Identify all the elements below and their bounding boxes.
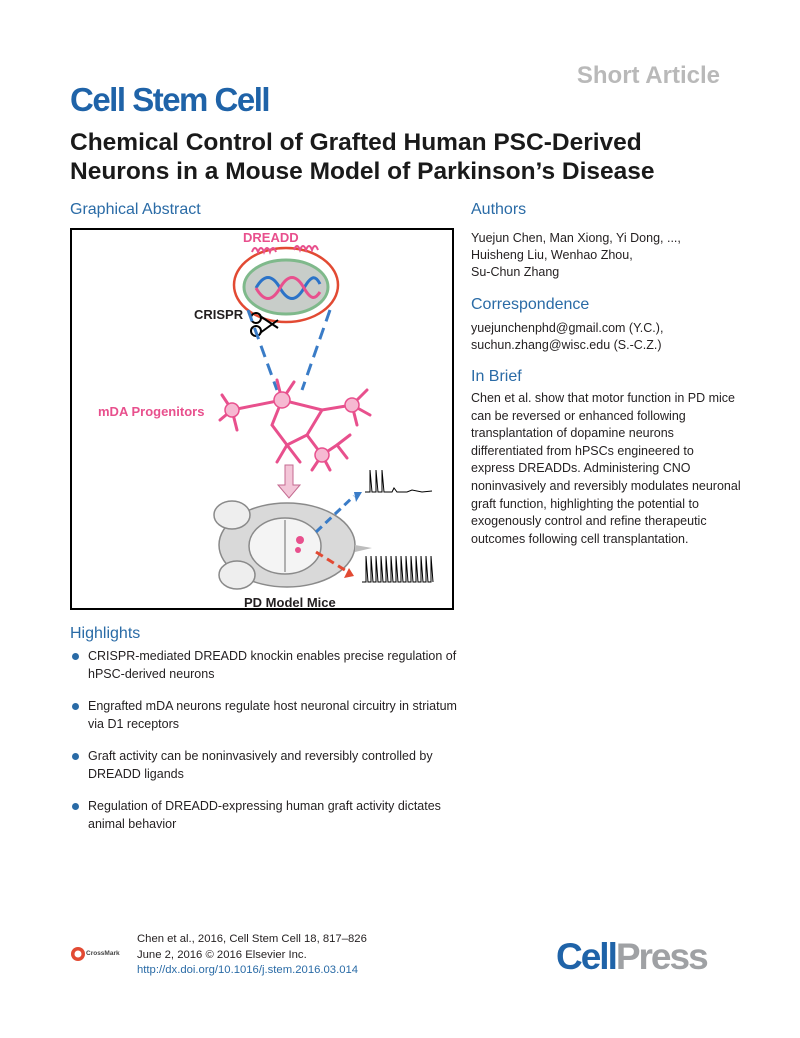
journal-logo: Cell Stem Cell <box>70 81 271 118</box>
cellpress-logo-cell: Cell <box>556 936 618 977</box>
highlight-item: CRISPR-mediated DREADD knockin enables p… <box>70 648 460 683</box>
highlight-item: Engrafted mDA neurons regulate host neur… <box>70 698 460 733</box>
label-crispr: CRISPR <box>194 307 244 322</box>
mda-progenitor-neurons <box>218 378 372 472</box>
bullet-icon <box>72 753 79 760</box>
cellpress-logo-press: Press <box>615 936 709 977</box>
bullet-icon <box>72 653 79 660</box>
email-link-2[interactable]: suchun.zhang@wisc.edu (S.-C.Z.) <box>471 338 662 352</box>
neuron-somas <box>224 391 360 463</box>
title-line-1: Chemical Control of Grafted Human PSC-De… <box>70 129 642 156</box>
correspondence-heading: Correspondence <box>471 296 590 313</box>
firing-trace-dense <box>362 555 434 583</box>
authors-line-1: Yuejun Chen, Man Xiong, Yi Dong, ..., <box>471 231 681 245</box>
firing-trace-sparse <box>365 469 433 493</box>
article-type: Short Article <box>576 62 720 89</box>
email-link-1[interactable]: yuejunchenphd@gmail.com (Y.C.), <box>471 321 664 335</box>
authors-heading: Authors <box>471 201 527 218</box>
graphical-abstract-figure: DREADD CRISPR mDA Progenitors PD Model M… <box>70 228 454 610</box>
citation-block: Chen et al., 2016, Cell Stem Cell 18, 81… <box>137 932 437 979</box>
authors-list: Yuejun Chen, Man Xiong, Yi Dong, ..., Hu… <box>471 230 741 281</box>
title-line-2: Neurons in a Mouse Model of Parkinson’s … <box>70 158 655 185</box>
authors-line-3: Su-Chun Zhang <box>471 265 560 279</box>
in-brief-text: Chen et al. show that motor function in … <box>471 391 741 546</box>
label-dreadd: DREADD <box>243 230 299 245</box>
in-brief-heading: In Brief <box>471 368 522 385</box>
label-mda-progenitors: mDA Progenitors <box>98 404 205 419</box>
highlights-heading: Highlights <box>70 625 141 642</box>
bullet-icon <box>72 703 79 710</box>
dna-strand-2 <box>254 276 322 300</box>
crossmark-icon[interactable] <box>70 944 106 964</box>
correspondence-emails: yuejunchenphd@gmail.com (Y.C.), suchun.z… <box>471 320 741 354</box>
paper-title: Chemical Control of Grafted Human PSC-De… <box>70 128 750 186</box>
highlights-list: CRISPR-mediated DREADD knockin enables p… <box>70 648 460 848</box>
label-pd-model-mice: PD Model Mice <box>244 595 336 610</box>
authors-line-2: Huisheng Liu, Wenhao Zhou, <box>471 248 633 262</box>
crossmark-label: CrossMark <box>86 950 120 957</box>
dreadd-receptors-left <box>251 247 277 255</box>
cellpress-logo: CellPress <box>556 936 709 978</box>
red-arrow <box>315 550 349 574</box>
citation-line-2: June 2, 2016 © 2016 Elsevier Inc. <box>137 948 307 961</box>
nucleus <box>242 258 330 316</box>
highlight-item: Regulation of DREADD-expressing human gr… <box>70 798 460 833</box>
citation-line-1: Chen et al., 2016, Cell Stem Cell 18, 81… <box>137 933 367 945</box>
doi-link[interactable]: http://dx.doi.org/10.1016/j.stem.2016.03… <box>137 964 359 976</box>
highlight-item: Graft activity can be noninvasively and … <box>70 748 460 783</box>
bullet-icon <box>72 803 79 810</box>
dna-strand-1 <box>254 276 322 300</box>
blue-arrow <box>314 494 356 534</box>
zoom-line-right <box>300 309 332 391</box>
mouse-illustration <box>213 500 372 590</box>
graphical-abstract-illustration <box>213 245 434 590</box>
zoom-line-left <box>246 309 279 391</box>
down-arrow <box>276 464 302 499</box>
graphical-abstract-heading: Graphical Abstract <box>70 201 201 218</box>
dreadd-receptors-right <box>293 245 319 253</box>
